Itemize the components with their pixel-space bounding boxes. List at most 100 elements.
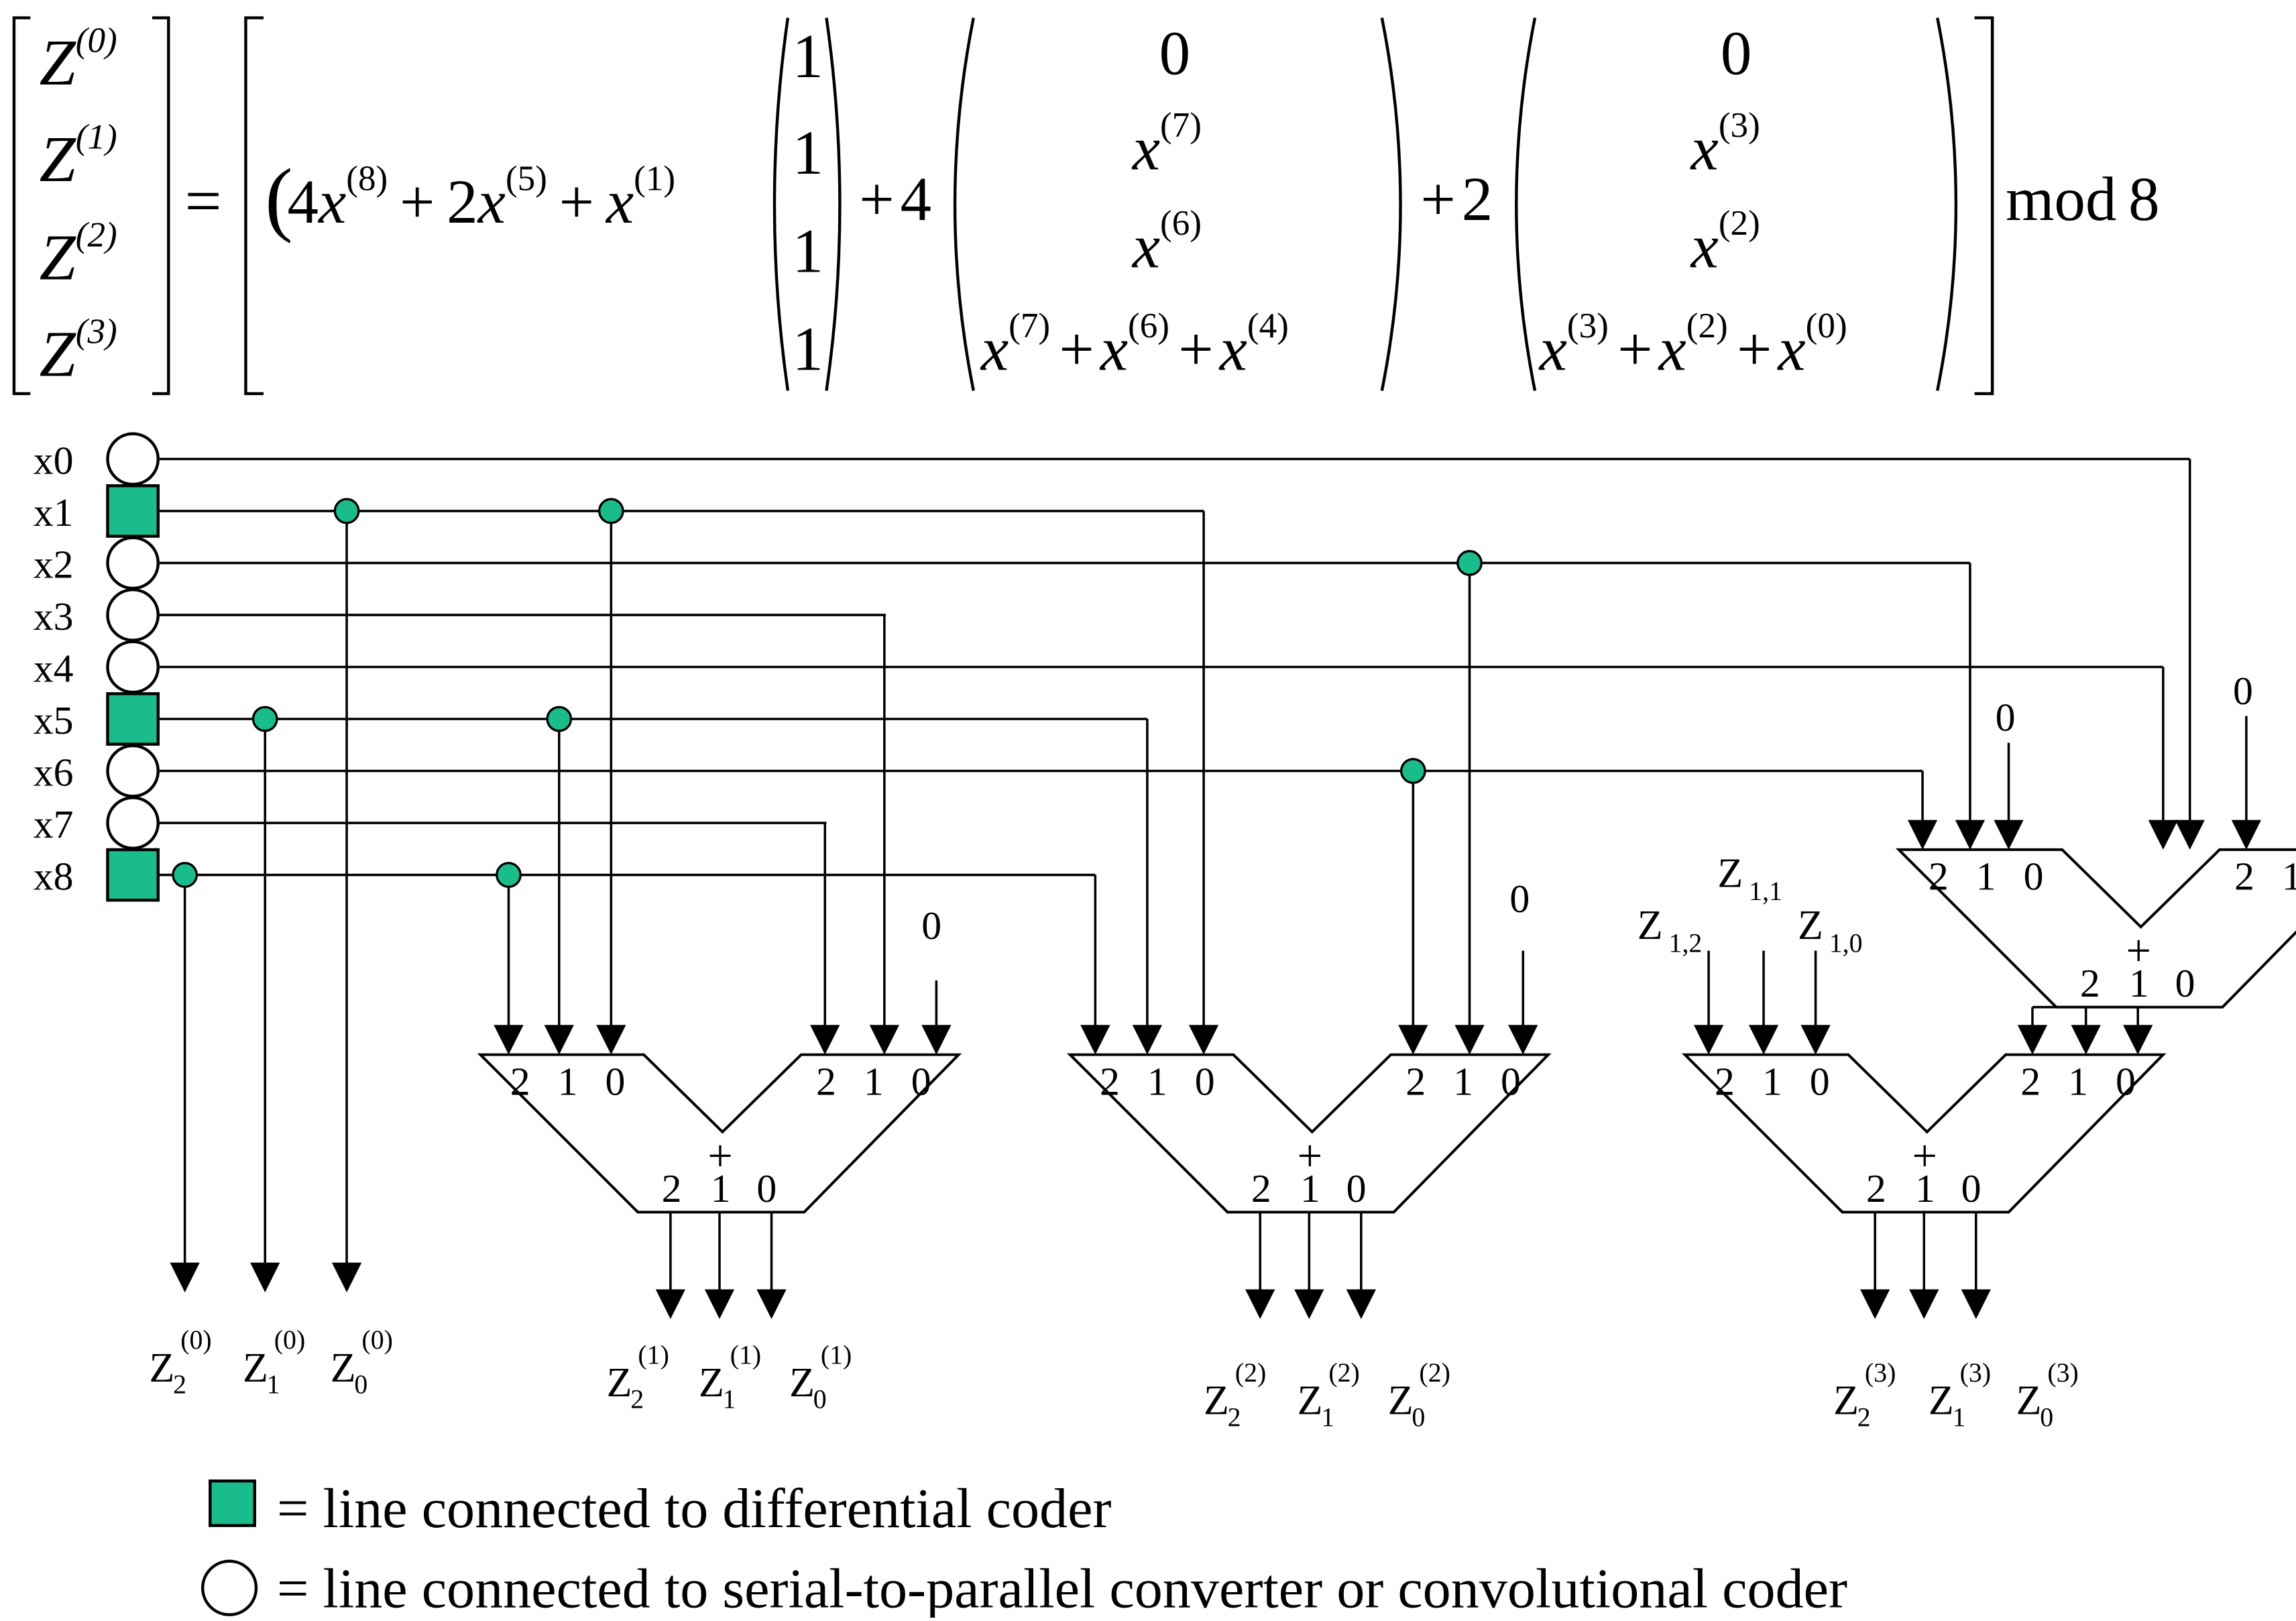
a2-in-x2-head <box>1454 1025 1485 1055</box>
adder-1-inL-0: 0 <box>605 1059 625 1103</box>
adders: 210210+210210210+210210210+210210210+210… <box>477 669 2296 1214</box>
a4-out-2-head <box>2123 1025 2153 1055</box>
a2-in-x1-head <box>1188 1025 1219 1055</box>
mid-r1: x(7) <box>1131 106 1202 184</box>
a2-out-1-head <box>1294 1289 1324 1319</box>
right-r2: x(2) <box>1690 204 1760 282</box>
a1-out-0-head <box>655 1289 686 1319</box>
input-label-x7: x7 <box>34 802 74 846</box>
adder-2-inR-1: 1 <box>1453 1059 1473 1103</box>
a1-in-x8-head <box>494 1025 524 1055</box>
input-label-x6: x6 <box>34 750 74 795</box>
z3-label-1: Z(3)1 <box>1929 1357 1991 1432</box>
a2-in-zero-head <box>1508 1025 1538 1055</box>
adder-3-inL-2: 2 <box>1715 1059 1735 1103</box>
adder-2-out-1: 1 <box>1300 1166 1320 1211</box>
coef-open-paren: ( <box>265 152 292 244</box>
mid-r3: x(7)+x(6)+x(4) <box>980 306 1289 384</box>
z1-label-0: Z(1)0 <box>789 1339 852 1414</box>
coef-expression: 4x(8)+2x(5)+x(1) <box>287 160 675 237</box>
input-label-x1: x1 <box>34 490 74 535</box>
adder-1-inR-2: 2 <box>816 1059 836 1103</box>
adder-3-body <box>1681 1053 2167 1214</box>
legend: = line connected to differential coder =… <box>201 1477 1847 1620</box>
z0-label-2: Z(0)2 <box>149 1325 211 1399</box>
a3-in-z12-head <box>1693 1025 1724 1055</box>
a2-out-2-head <box>1346 1289 1376 1319</box>
adder-4-inL-2: 2 <box>1929 854 1949 899</box>
input-circle-x4 <box>106 640 160 694</box>
ones-3: 1 <box>793 315 824 384</box>
adder-3-out-1: 1 <box>1915 1166 1935 1211</box>
adder-3-out-2: 2 <box>1866 1166 1886 1211</box>
adder-3-inR-2: 2 <box>2020 1059 2041 1103</box>
a4-out-0-head <box>2017 1025 2048 1055</box>
a3-out-1-head <box>1909 1289 1939 1319</box>
lhs-z1: Z(1) <box>40 117 117 196</box>
adder-1-plus: + <box>707 1131 732 1180</box>
adder-2-inR-2: 2 <box>1405 1059 1426 1103</box>
dot-x8-z0 <box>172 862 198 888</box>
right-r1: x(3) <box>1690 106 1760 184</box>
a2-out-0-head <box>1245 1289 1275 1319</box>
dot-x6-a2 <box>1399 758 1426 784</box>
a4-in-x2-head <box>1955 820 1986 850</box>
input-label-x5: x5 <box>34 698 74 742</box>
a4-in-x4-head <box>2148 820 2179 850</box>
right-r0: 0 <box>1721 19 1752 89</box>
z0-out-0-head <box>331 1262 362 1292</box>
z1-label-1: Z(1)1 <box>699 1339 761 1414</box>
input-square-x5 <box>106 692 160 746</box>
big-bracket-right <box>1974 16 1994 396</box>
adder-3-inL-0: 0 <box>1810 1059 1830 1103</box>
legend-circle-swatch <box>201 1559 258 1616</box>
z0-label-1: Z(0)1 <box>243 1325 305 1399</box>
a1-in-x3-head <box>869 1025 900 1055</box>
z2-label-0: Z(2)0 <box>1388 1357 1450 1432</box>
adder-1-inR-0: 0 <box>911 1059 931 1103</box>
z0-out-2-head <box>170 1262 200 1292</box>
a2-in-x6-head <box>1398 1025 1428 1055</box>
lhs-bracket-right <box>152 16 170 396</box>
mid-paren-left <box>953 17 975 391</box>
equation: Z(0) Z(1) Z(2) Z(3) = ( 4x(8)+2x(5)+x(1)… <box>12 16 2160 396</box>
a3-out-2-head <box>1961 1289 1991 1319</box>
right-paren-left <box>1515 17 1537 391</box>
adder-2-out-0: 0 <box>1346 1166 1367 1211</box>
a1-zero-label: 0 <box>921 903 941 948</box>
input-circle-x2 <box>106 536 160 590</box>
adder-3-plus: + <box>1912 1131 1937 1180</box>
adder-3-inR-0: 0 <box>2116 1059 2136 1103</box>
plus-two: +2 <box>1420 165 1493 234</box>
adder-1-out-0: 0 <box>756 1166 777 1211</box>
a4-in-zero-l-head <box>1994 820 2024 850</box>
right-r3: x(3)+x(2)+x(0) <box>1538 306 1847 384</box>
adder-2-inL-0: 0 <box>1195 1059 1215 1103</box>
a4-in-zero-r-head <box>2231 820 2262 850</box>
lhs-z0: Z(0) <box>40 21 117 100</box>
input-circle-x7 <box>106 796 160 850</box>
adder-2-inL-1: 1 <box>1147 1059 1167 1103</box>
a3-in-z11-head <box>1748 1025 1779 1055</box>
a4-in-x0-head <box>2175 820 2205 850</box>
adder-4-inL-1: 1 <box>1976 854 1996 899</box>
big-bracket-left <box>244 16 264 396</box>
input-label-x0: x0 <box>34 439 74 483</box>
dot-x2-a2 <box>1456 550 1483 576</box>
adder-1-out-2: 2 <box>662 1166 682 1211</box>
adder-2-out-2: 2 <box>1251 1166 1271 1211</box>
a4-out-1-head <box>2071 1025 2101 1055</box>
adder-4-body <box>1895 848 2296 1009</box>
adder-1-out-1: 1 <box>711 1166 731 1211</box>
a3-out-0-head <box>1860 1289 1890 1319</box>
adder-2-inL-2: 2 <box>1100 1059 1120 1103</box>
lhs-bracket-left <box>12 16 31 396</box>
a1-in-x5-head <box>544 1025 574 1055</box>
a1-in-x7-head <box>810 1025 840 1055</box>
